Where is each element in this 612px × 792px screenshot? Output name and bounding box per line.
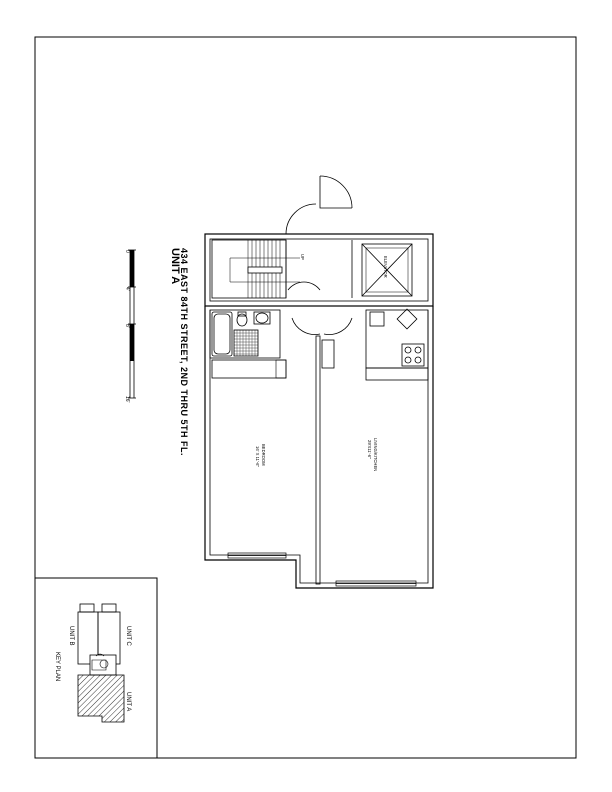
scale-tick-0: 0 — [124, 250, 130, 253]
title-block: UNIT A 434 EAST 84TH STREET, 2ND THRU 5T… — [169, 248, 189, 456]
door-swing-low — [291, 317, 321, 335]
key-plan: UNIT C UNIT B UNIT A KEY PLAN — [54, 603, 131, 723]
closet — [211, 359, 287, 379]
living-size: 29'X11'-6" — [367, 440, 372, 459]
corridor — [285, 175, 353, 335]
unit-title: UNIT A — [169, 248, 181, 284]
elevator-shaft — [361, 243, 413, 297]
refrigerator — [369, 311, 385, 327]
bed-living-partition — [315, 335, 321, 585]
scale-tick-16: 16' — [124, 396, 130, 403]
door-swing-mid — [287, 281, 321, 291]
key-label-unit-c: UNIT C — [125, 626, 131, 647]
bedroom-window — [227, 552, 287, 559]
living-window — [335, 580, 417, 587]
scale-tick-8: 8' — [124, 324, 130, 328]
door-swing-top — [319, 175, 353, 209]
sink — [255, 312, 269, 324]
key-plan-border — [34, 577, 158, 759]
core-outer-wall — [204, 233, 434, 307]
elevator-label: ELEVATOR — [383, 256, 388, 278]
key-plan-title: KEY PLAN — [54, 652, 60, 681]
door-swing-top-left — [285, 203, 317, 235]
stove — [401, 343, 425, 367]
bedroom-size: 16' X 11'-6" — [255, 446, 260, 467]
core-inner-wall — [209, 238, 429, 302]
unit-inner-wall — [209, 310, 429, 584]
bedroom-label: BEDROOM — [261, 444, 266, 466]
bath-tile-floor — [233, 329, 259, 357]
scale-bar: 0 4' 8' 16' — [124, 249, 136, 403]
bathtub — [211, 311, 233, 357]
sheet-border — [34, 36, 577, 759]
stair-up-label: UP — [300, 254, 305, 260]
scale-tick-4: 4' — [124, 287, 130, 291]
stair-treads — [229, 240, 300, 298]
toilet — [236, 313, 248, 327]
living-label: LIVING/KITCHEN — [373, 438, 378, 471]
floor-plan: UP ELEVATOR — [204, 175, 434, 589]
unit-outer-wall — [204, 306, 434, 589]
address-title: 434 EAST 84TH STREET, 2ND THRU 5TH FL. — [179, 248, 189, 456]
key-label-unit-a: UNIT A — [125, 692, 131, 711]
kitchen — [321, 308, 429, 381]
key-label-unit-b: UNIT B — [68, 626, 74, 646]
key-unit-a — [77, 674, 125, 723]
kitchen-counter — [365, 367, 429, 381]
bathroom — [209, 309, 281, 359]
kitchen-sink — [396, 308, 418, 330]
